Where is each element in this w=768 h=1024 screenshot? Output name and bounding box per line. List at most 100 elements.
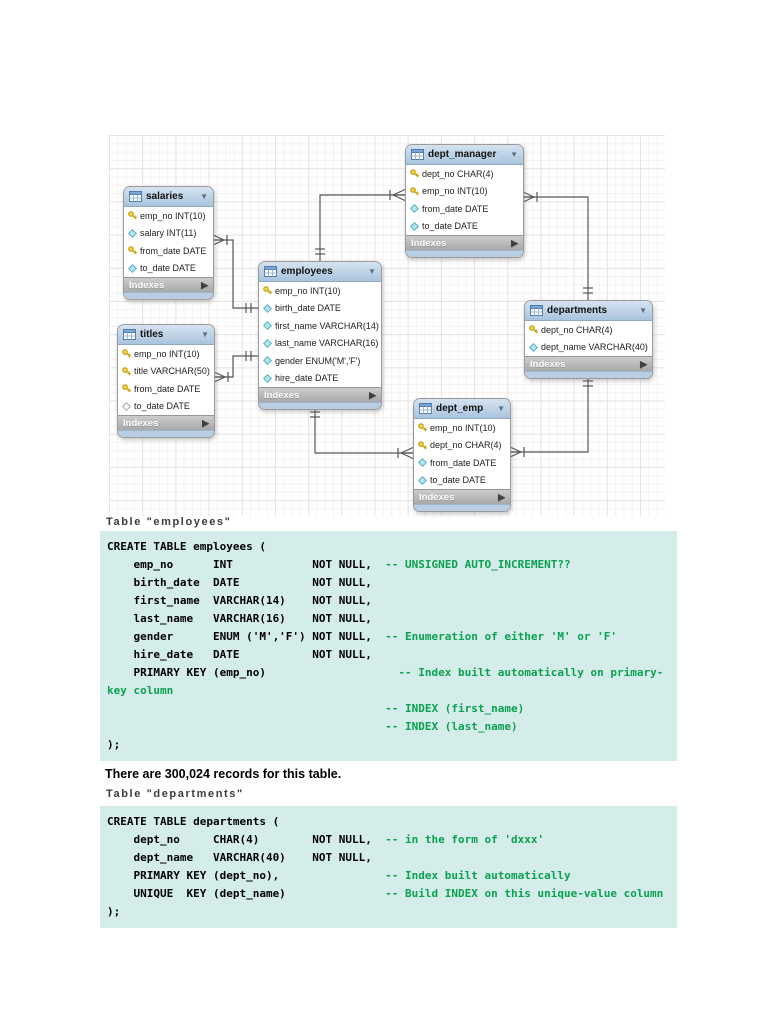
- not-null-column-icon: [529, 342, 538, 352]
- table-departments-heading: Table "departments": [106, 788, 244, 800]
- column-row: emp_no INT(10): [124, 207, 213, 225]
- indexes-bar: Indexes▶: [406, 235, 523, 250]
- column-label: to_date DATE: [422, 221, 478, 232]
- sql-code-block-employees: CREATE TABLE employees ( emp_no INT NOT …: [100, 531, 677, 761]
- column-row: last_name VARCHAR(16): [259, 335, 381, 353]
- primary-key-icon: [410, 169, 419, 178]
- not-null-column-icon: [263, 356, 272, 366]
- table-bottom-strip: [414, 504, 510, 511]
- primary-key-icon: [418, 440, 427, 450]
- table-header: dept_emp ▼: [414, 399, 510, 419]
- table-icon: [411, 149, 424, 160]
- primary-key-icon: [122, 366, 131, 376]
- primary-key-icon: [128, 246, 137, 255]
- table-title: employees: [281, 266, 333, 277]
- table-node-dept_manager: dept_manager▼dept_no CHAR(4)emp_no INT(1…: [405, 144, 524, 258]
- table-icon: [264, 266, 277, 277]
- column-label: to_date DATE: [140, 263, 196, 274]
- sql-comment: -- INDEX (last_name): [107, 720, 518, 733]
- indexes-label: Indexes: [419, 491, 455, 503]
- sql-code: hire_date DATE NOT NULL,: [107, 648, 372, 661]
- column-label: to_date DATE: [134, 401, 190, 412]
- code-line: );: [107, 903, 677, 921]
- sql-comment: -- INDEX (first_name): [107, 702, 525, 715]
- expand-arrow-icon: ▶: [511, 237, 518, 248]
- column-label: birth_date DATE: [275, 303, 341, 314]
- column-row: dept_name VARCHAR(40): [525, 339, 652, 357]
- sql-comment: -- Enumeration of either 'M' or 'F': [385, 630, 617, 643]
- table-bottom-strip: [259, 402, 381, 409]
- not-null-column-icon: [128, 228, 137, 238]
- column-label: title VARCHAR(50): [134, 366, 210, 377]
- column-row: dept_no CHAR(4): [406, 165, 523, 183]
- code-line: -- INDEX (first_name): [107, 700, 677, 718]
- column-row: to_date DATE: [414, 472, 510, 490]
- table-title: salaries: [146, 191, 184, 202]
- indexes-label: Indexes: [530, 358, 566, 370]
- not-null-column-icon: [128, 263, 137, 273]
- code-line: emp_no INT NOT NULL, -- UNSIGNED AUTO_IN…: [107, 556, 677, 574]
- code-line: PRIMARY KEY (emp_no) -- Index built auto…: [107, 664, 677, 682]
- table-header: dept_manager ▼: [406, 145, 523, 165]
- column-label: dept_no CHAR(4): [422, 168, 494, 179]
- column-row: to_date DATE: [124, 260, 213, 278]
- collapse-arrow-icon: ▼: [639, 305, 647, 315]
- primary-key-icon: [529, 325, 538, 334]
- table-node-dept_emp: dept_emp▼emp_no INT(10)dept_no CHAR(4)fr…: [413, 398, 511, 512]
- collapse-arrow-icon: ▼: [510, 149, 518, 159]
- column-label: emp_no INT(10): [140, 210, 206, 221]
- collapse-arrow-icon: ▼: [368, 266, 376, 276]
- column-row: emp_no INT(10): [118, 345, 214, 363]
- sql-code: CREATE TABLE employees (: [107, 540, 266, 553]
- column-label: dept_no CHAR(4): [430, 440, 502, 451]
- table-title: dept_emp: [436, 403, 484, 414]
- sql-code-block-departments: CREATE TABLE departments ( dept_no CHAR(…: [100, 806, 677, 928]
- table-title: dept_manager: [428, 149, 497, 160]
- table-bottom-strip: [124, 292, 213, 299]
- column-label: emp_no INT(10): [134, 348, 200, 359]
- indexes-label: Indexes: [264, 389, 300, 401]
- table-icon: [530, 305, 543, 316]
- table-icon: [129, 191, 142, 202]
- table-employees-heading: Table "employees": [106, 516, 232, 528]
- expand-arrow-icon: ▶: [202, 417, 209, 428]
- code-line: CREATE TABLE employees (: [107, 538, 677, 556]
- column-label: emp_no INT(10): [275, 285, 341, 296]
- table-node-titles: titles▼emp_no INT(10)title VARCHAR(50)fr…: [117, 324, 215, 438]
- sql-code: UNIQUE KEY (dept_name): [107, 887, 386, 900]
- sql-code: );: [107, 738, 121, 751]
- code-line: UNIQUE KEY (dept_name) -- Build INDEX on…: [107, 885, 677, 903]
- table-bottom-strip: [118, 430, 214, 437]
- indexes-label: Indexes: [129, 279, 165, 291]
- expand-arrow-icon: ▶: [640, 358, 647, 369]
- column-row: to_date DATE: [118, 398, 214, 416]
- sql-code: dept_name VARCHAR(40) NOT NULL,: [107, 851, 372, 864]
- column-label: emp_no INT(10): [430, 422, 496, 433]
- sql-code: dept_no CHAR(4) NOT NULL,: [107, 833, 386, 846]
- column-label: hire_date DATE: [275, 373, 339, 384]
- table-node-departments: departments▼dept_no CHAR(4)dept_name VAR…: [524, 300, 653, 379]
- collapse-arrow-icon: ▼: [497, 403, 505, 413]
- sql-comment: -- Index built automatically on primary-: [398, 666, 664, 679]
- column-row: salary INT(11): [124, 225, 213, 243]
- not-null-column-icon: [410, 221, 419, 231]
- expand-arrow-icon: ▶: [498, 491, 505, 502]
- column-label: salary INT(11): [140, 228, 197, 239]
- indexes-bar: Indexes ▶: [124, 277, 213, 292]
- not-null-column-icon: [418, 475, 427, 485]
- primary-key-icon: [122, 384, 131, 393]
- table-bottom-strip: [525, 371, 652, 378]
- table-bottom-strip: [406, 250, 523, 257]
- primary-key-icon: [263, 286, 272, 295]
- indexes-bar: Indexes ▶: [118, 415, 214, 430]
- expand-arrow-icon: ▶: [201, 279, 208, 290]
- code-line: gender ENUM ('M','F') NOT NULL, -- Enume…: [107, 628, 677, 646]
- column-row: from_date DATE: [118, 380, 214, 398]
- indexes-label: Indexes: [123, 417, 159, 429]
- column-row: dept_no CHAR(4): [414, 437, 510, 455]
- table-header: employees ▼: [259, 262, 381, 282]
- collapse-arrow-icon: ▼: [201, 329, 209, 339]
- column-row: from_date DATE: [406, 200, 523, 218]
- column-row: gender ENUM('M','F'): [259, 352, 381, 370]
